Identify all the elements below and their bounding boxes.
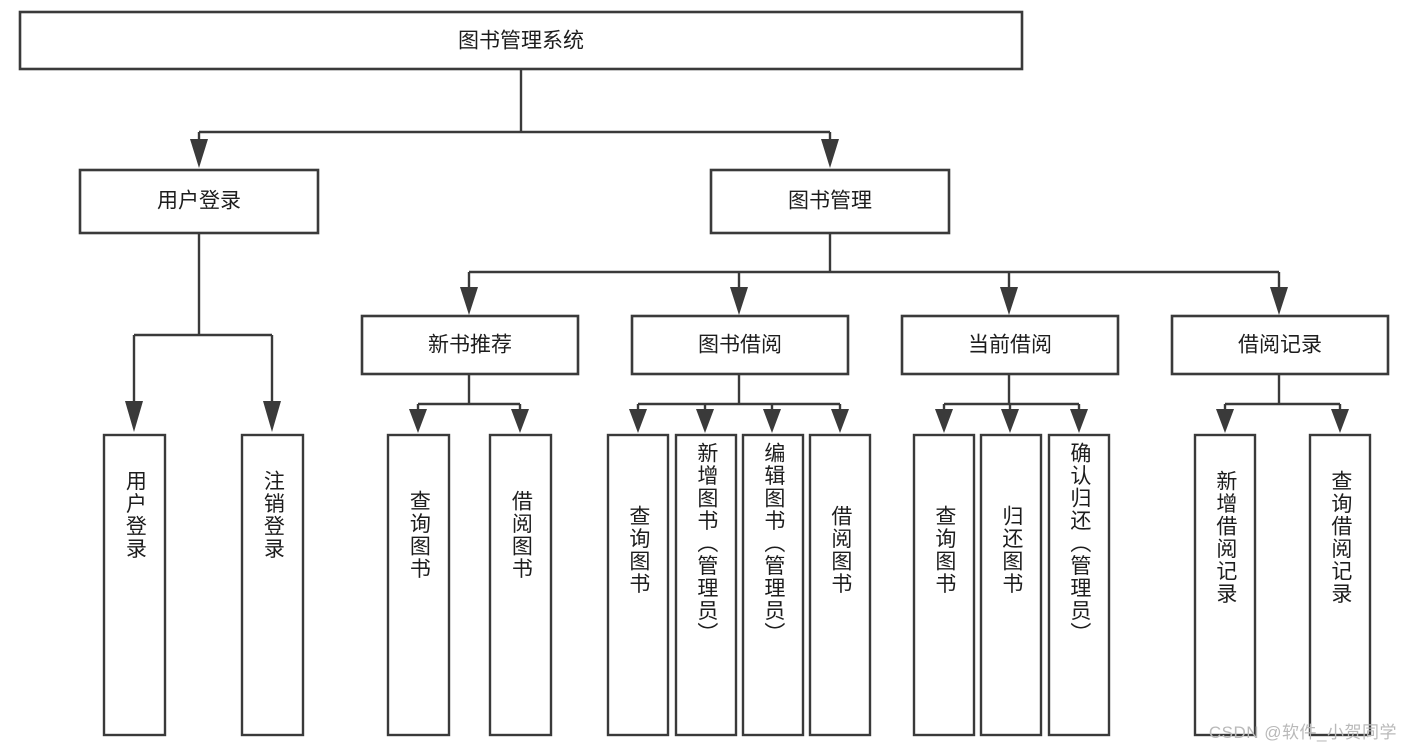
connector-group-root: [190, 69, 839, 168]
leaf-box-book-borrow-1[interactable]: [606, 433, 670, 737]
node-user-login[interactable]: 用户登录: [78, 168, 320, 235]
node-book-management-label: 图书管理: [788, 190, 872, 213]
leaf-box-current-borrow-1[interactable]: [912, 433, 976, 737]
leaf-box-book-borrow-2[interactable]: [674, 433, 738, 737]
node-new-book-recommend-label: 新书推荐: [428, 334, 512, 357]
node-book-borrow[interactable]: 图书借阅: [630, 314, 850, 376]
arrowhead-borrow-record: [1270, 287, 1288, 315]
arrowhead-leaf-borrow-record-1: [1216, 409, 1234, 433]
node-new-book-recommend-box[interactable]: [360, 314, 580, 376]
arrowhead-leaf-user-login-2: [263, 401, 281, 432]
connector-group-borrow-record: [1216, 374, 1349, 433]
arrowhead-book-borrow: [730, 287, 748, 315]
node-book-borrow-label: 图书借阅: [698, 334, 782, 357]
leaf-box-current-borrow-3[interactable]: [1047, 433, 1111, 737]
node-borrow-record-label: 借阅记录: [1238, 334, 1322, 357]
leaf-box-new-book-1[interactable]: [386, 433, 451, 737]
node-current-borrow-label: 当前借阅: [968, 334, 1052, 357]
connector-group-book-borrow: [629, 374, 849, 433]
arrowhead-leaf-user-login-1: [125, 401, 143, 432]
node-borrow-record-box[interactable]: [1170, 314, 1390, 376]
arrowhead-leaf-current-borrow-1: [935, 409, 953, 433]
leaf-box-new-book-2[interactable]: [488, 433, 553, 737]
leaf-box-borrow-record-2[interactable]: [1308, 433, 1372, 737]
arrowhead-book-mgmt: [821, 139, 839, 168]
arrowhead-leaf-new-book-1: [409, 409, 427, 433]
arrowhead-leaf-book-borrow-2: [696, 409, 714, 433]
arrowhead-leaf-book-borrow-4: [831, 409, 849, 433]
connector-group-book-mgmt: [460, 233, 1288, 315]
leaf-box-book-borrow-4[interactable]: [808, 433, 872, 737]
leaf-box-user-login-2[interactable]: [240, 433, 305, 737]
arrowhead-leaf-borrow-record-2: [1331, 409, 1349, 433]
node-root-box[interactable]: [18, 10, 1024, 71]
node-book-borrow-box[interactable]: [630, 314, 850, 376]
arrowhead-leaf-new-book-2: [511, 409, 529, 433]
node-current-borrow[interactable]: 当前借阅: [900, 314, 1120, 376]
leaf-box-book-borrow-3[interactable]: [741, 433, 805, 737]
node-book-management-box[interactable]: [709, 168, 951, 235]
node-root-label: 图书管理系统: [458, 30, 584, 53]
connector-group-current-borrow: [935, 374, 1088, 433]
arrowhead-user-login: [190, 139, 208, 168]
node-book-management[interactable]: 图书管理: [709, 168, 951, 235]
arrowhead-new-book: [460, 287, 478, 315]
arrowhead-leaf-book-borrow-3: [763, 409, 781, 433]
leaf-box-borrow-record-1[interactable]: [1193, 433, 1257, 737]
leaf-box-user-login-1[interactable]: [102, 433, 167, 737]
node-user-login-label: 用户登录: [157, 190, 241, 213]
connector-group-user-login: [125, 233, 281, 432]
arrowhead-leaf-current-borrow-2: [1001, 409, 1019, 433]
node-current-borrow-box[interactable]: [900, 314, 1120, 376]
leaf-box-current-borrow-2[interactable]: [979, 433, 1043, 737]
arrowhead-leaf-book-borrow-1: [629, 409, 647, 433]
node-user-login-box[interactable]: [78, 168, 320, 235]
csdn-watermark: CSDN @软件_小贺同学: [1208, 723, 1397, 742]
node-new-book-recommend[interactable]: 新书推荐: [360, 314, 580, 376]
arrowhead-leaf-current-borrow-3: [1070, 409, 1088, 433]
arrowhead-current-borrow: [1000, 287, 1018, 315]
node-borrow-record[interactable]: 借阅记录: [1170, 314, 1390, 376]
node-root[interactable]: 图书管理系统: [18, 10, 1024, 71]
connector-group-new-book: [409, 374, 529, 433]
